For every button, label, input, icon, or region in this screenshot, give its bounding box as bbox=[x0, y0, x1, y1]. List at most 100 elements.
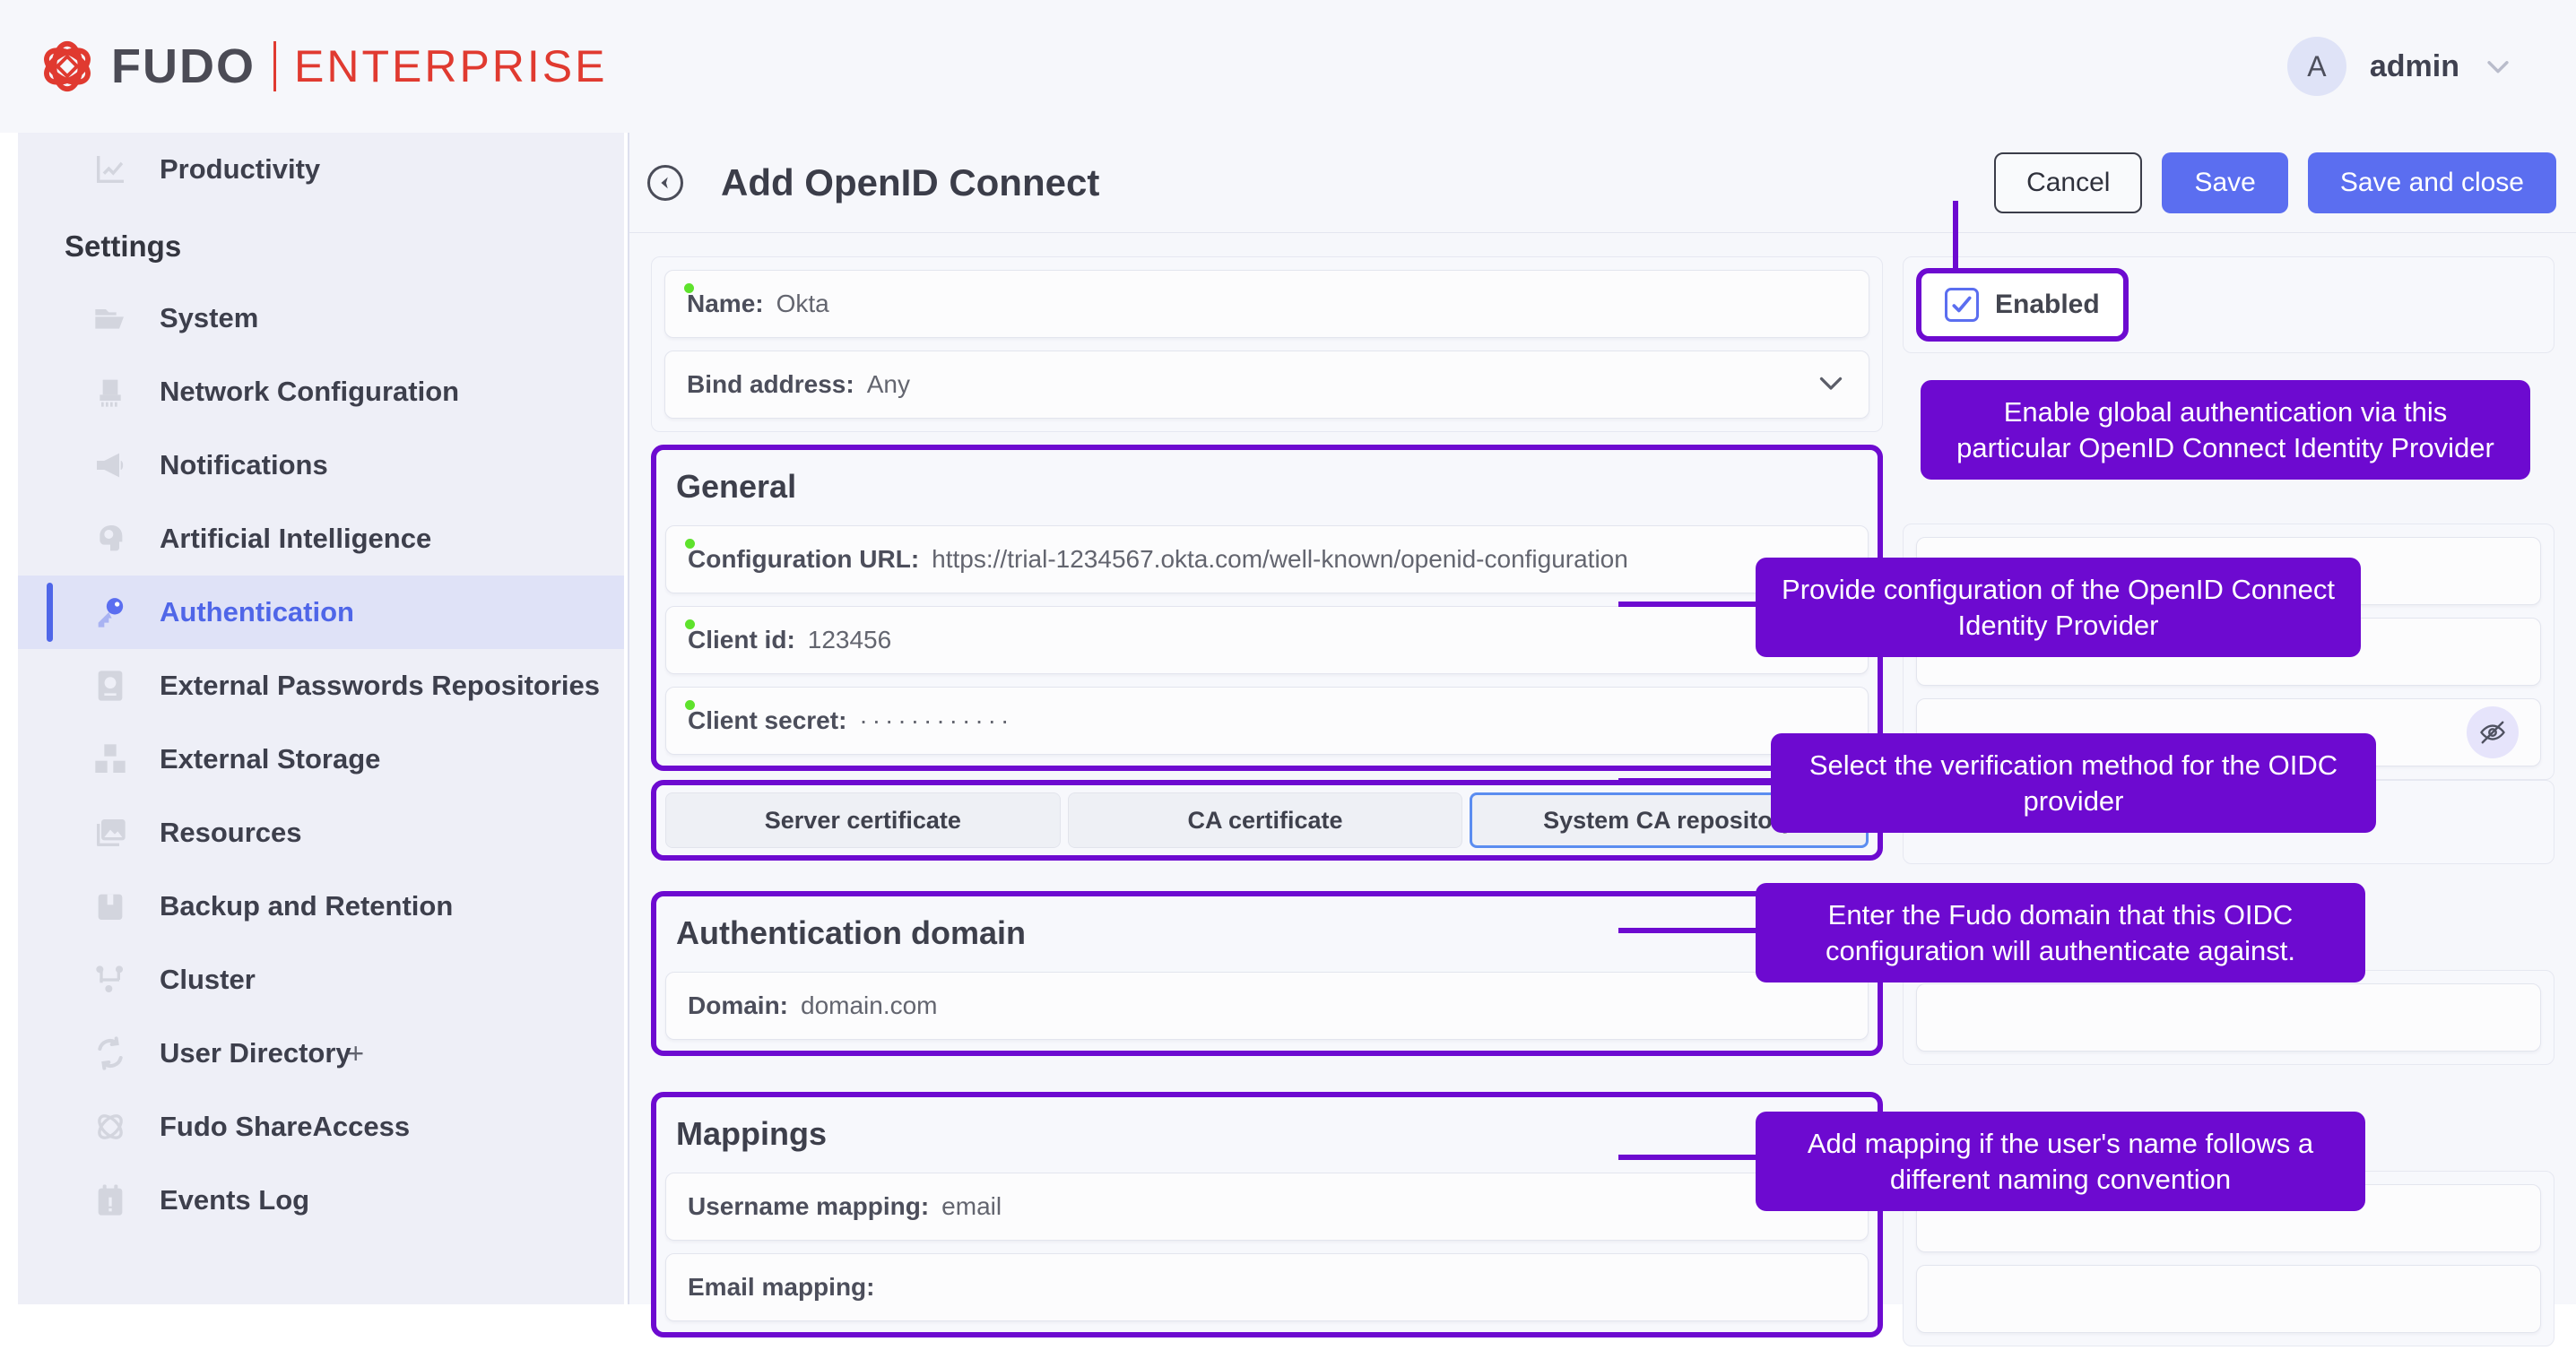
domain-field-right[interactable] bbox=[1916, 983, 2541, 1052]
megaphone-icon bbox=[91, 446, 129, 484]
top-bar: FUDO ENTERPRISE A admin bbox=[0, 0, 2576, 133]
sidebar-item-label: Resources bbox=[160, 817, 302, 848]
add-user-directory-button[interactable]: + bbox=[347, 1036, 364, 1069]
save-and-close-button[interactable]: Save and close bbox=[2307, 151, 2556, 213]
top-row: Name: Okta Bind address: Any Enabled bbox=[651, 256, 2554, 445]
client-id-label: Client id: bbox=[688, 626, 795, 654]
verification-section: Server certificate CA certificate System… bbox=[651, 780, 1883, 861]
configuration-url-value: https://trial-1234567.okta.com/well-know… bbox=[932, 545, 1628, 573]
fudo-logo-icon bbox=[39, 39, 95, 94]
bind-address-select[interactable]: Bind address: Any bbox=[664, 351, 1869, 419]
email-mapping-label: Email mapping: bbox=[688, 1273, 875, 1301]
sidebar-item-label: System bbox=[160, 302, 259, 333]
enabled-checkbox-wrapper[interactable]: Enabled bbox=[1916, 268, 2129, 342]
chevron-down-icon[interactable] bbox=[1815, 367, 1847, 403]
sidebar-item-resources[interactable]: Resources bbox=[18, 796, 624, 870]
cluster-nodes-icon bbox=[91, 961, 129, 999]
username-mapping-value: email bbox=[941, 1192, 1002, 1220]
sidebar-item-label: External Storage bbox=[160, 743, 381, 775]
folder-icon bbox=[91, 299, 129, 337]
verification-tabs[interactable]: Server certificate CA certificate System… bbox=[665, 792, 1869, 848]
sidebar[interactable]: Productivity Settings System Network Con… bbox=[18, 133, 624, 1304]
connector-auth-domain bbox=[1618, 928, 1848, 933]
tab-server-certificate[interactable]: Server certificate bbox=[665, 792, 1061, 848]
client-id-field[interactable]: Client id: 123456 bbox=[665, 606, 1869, 674]
tooltip-auth-domain: Enter the Fudo domain that this OIDC con… bbox=[1756, 883, 2365, 983]
sidebar-item-fudo-shareaccess[interactable]: Fudo ShareAccess bbox=[18, 1090, 624, 1164]
client-secret-value: ············ bbox=[859, 706, 1014, 734]
auth-domain-right-fields bbox=[1903, 891, 2554, 1078]
name-value: Okta bbox=[776, 290, 829, 317]
sidebar-item-productivity[interactable]: Productivity bbox=[18, 133, 624, 206]
page-title: Add OpenID Connect bbox=[721, 160, 1100, 203]
sidebar-item-label: Authentication bbox=[160, 596, 354, 628]
brand-name-enterprise: ENTERPRISE bbox=[293, 41, 608, 91]
tooltip-enabled: Enable global authentication via this pa… bbox=[1921, 380, 2530, 480]
key-icon bbox=[91, 593, 129, 631]
email-mapping-field-right[interactable] bbox=[1916, 1265, 2541, 1333]
shareaccess-icon bbox=[91, 1108, 129, 1146]
name-field[interactable]: Name: Okta bbox=[664, 270, 1869, 338]
user-name-label: admin bbox=[2369, 48, 2459, 83]
boxes-icon bbox=[91, 740, 129, 778]
tooltip-mappings: Add mapping if the user's name follows a… bbox=[1756, 1112, 2365, 1212]
cancel-button[interactable]: Cancel bbox=[1994, 151, 2143, 213]
brand-divider bbox=[273, 41, 276, 91]
sidebar-item-label: User Directory bbox=[160, 1037, 351, 1069]
username-mapping-field[interactable]: Username mapping: email bbox=[665, 1173, 1869, 1241]
sidebar-item-label: Network Configuration bbox=[160, 376, 460, 407]
client-secret-field[interactable]: Client secret: ············ bbox=[665, 687, 1869, 755]
bind-address-value: Any bbox=[866, 370, 910, 398]
auth-domain-section: Authentication domain Domain: domain.com bbox=[651, 891, 1883, 1056]
save-button[interactable]: Save bbox=[2162, 151, 2288, 213]
tooltip-verification: Select the verification method for the O… bbox=[1771, 733, 2376, 834]
brand-name-fudo: FUDO bbox=[111, 39, 256, 93]
tab-ca-certificate[interactable]: CA certificate bbox=[1067, 792, 1463, 848]
username-mapping-label: Username mapping: bbox=[688, 1192, 930, 1220]
enabled-label: Enabled bbox=[1995, 290, 2100, 319]
network-icon bbox=[91, 373, 129, 411]
sidebar-item-user-directory[interactable]: User Directory + bbox=[18, 1017, 624, 1090]
sidebar-item-label: External Passwords Repositories bbox=[160, 670, 601, 701]
brand-logo[interactable]: FUDO ENTERPRISE bbox=[39, 39, 608, 94]
connector-verification bbox=[1618, 778, 1857, 783]
header-actions: Cancel Save Save and close bbox=[1994, 151, 2556, 213]
check-icon[interactable] bbox=[1945, 288, 1979, 322]
back-arrow-icon[interactable] bbox=[647, 164, 683, 201]
sidebar-item-external-storage[interactable]: External Storage bbox=[18, 723, 624, 796]
page-header: Add OpenID Connect Cancel Save Save and … bbox=[629, 133, 2576, 233]
sidebar-item-label: Artificial Intelligence bbox=[160, 523, 432, 554]
sidebar-section-settings: Settings bbox=[65, 229, 182, 263]
sync-arrows-icon bbox=[91, 1034, 129, 1072]
connector-enabled bbox=[1953, 201, 1958, 295]
sidebar-item-label: Notifications bbox=[160, 449, 328, 480]
ai-head-icon bbox=[91, 520, 129, 558]
enabled-panel: Enabled bbox=[1903, 256, 2554, 353]
sidebar-item-events-log[interactable]: Events Log bbox=[18, 1164, 624, 1237]
sidebar-item-artificial-intelligence[interactable]: Artificial Intelligence bbox=[18, 502, 624, 576]
sidebar-item-cluster[interactable]: Cluster bbox=[18, 943, 624, 1017]
sidebar-item-notifications[interactable]: Notifications bbox=[18, 428, 624, 502]
images-icon bbox=[91, 814, 129, 852]
domain-field[interactable]: Domain: domain.com bbox=[665, 972, 1869, 1040]
general-section: General Configuration URL: https://trial… bbox=[651, 445, 1883, 771]
sidebar-item-authentication[interactable]: Authentication bbox=[18, 576, 624, 649]
sidebar-item-network-configuration[interactable]: Network Configuration bbox=[18, 355, 624, 428]
sidebar-item-label: Productivity bbox=[160, 153, 321, 185]
email-mapping-field[interactable]: Email mapping: bbox=[665, 1253, 1869, 1321]
client-id-value: 123456 bbox=[807, 626, 892, 654]
eye-off-icon[interactable] bbox=[2467, 706, 2519, 758]
sidebar-item-label: Backup and Retention bbox=[160, 890, 454, 922]
chevron-down-icon[interactable] bbox=[2483, 51, 2513, 82]
domain-value: domain.com bbox=[801, 991, 938, 1019]
general-section-title: General bbox=[676, 468, 797, 505]
sidebar-item-label: Cluster bbox=[160, 964, 256, 995]
configuration-url-field[interactable]: Configuration URL: https://trial-1234567… bbox=[665, 525, 1869, 593]
sidebar-item-system[interactable]: System bbox=[18, 281, 624, 355]
sidebar-item-backup-and-retention[interactable]: Backup and Retention bbox=[18, 870, 624, 943]
sidebar-item-external-passwords-repositories[interactable]: External Passwords Repositories bbox=[18, 649, 624, 723]
domain-label: Domain: bbox=[688, 991, 788, 1019]
configuration-url-label: Configuration URL: bbox=[688, 545, 920, 573]
user-menu[interactable]: A admin bbox=[2286, 37, 2519, 96]
tooltip-general: Provide configuration of the OpenID Conn… bbox=[1756, 558, 2361, 658]
